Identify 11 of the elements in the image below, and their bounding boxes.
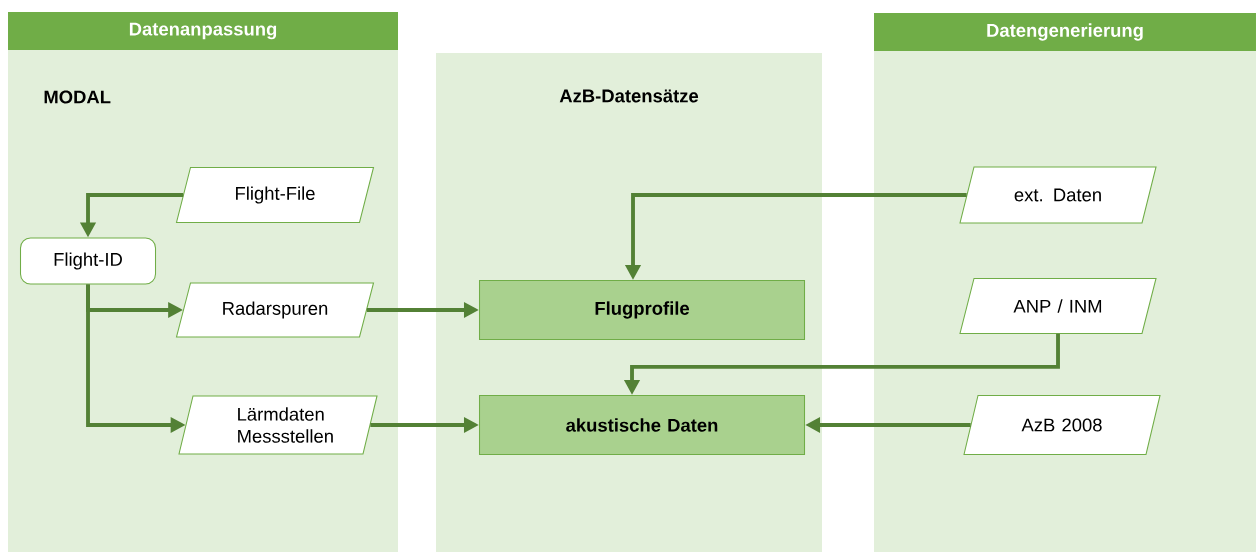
dataset-box: Flugprofile	[479, 279, 806, 340]
data-parallelogram: ext. Daten	[959, 166, 1157, 224]
node-label: Datenanpassung	[129, 22, 277, 40]
process-box: Flight-ID	[20, 237, 157, 285]
node-label: Datengenerierung	[987, 23, 1143, 41]
dataset-box: akustische Daten	[479, 394, 806, 455]
data-parallelogram: ANP / INM	[959, 277, 1157, 334]
data-parallelogram: Lärmdaten Messstellen	[178, 395, 378, 455]
lane-heading: AzB-Datensätze	[559, 89, 699, 103]
lane-heading: MODAL	[44, 90, 111, 104]
data-parallelogram: AzB 2008	[963, 394, 1161, 455]
